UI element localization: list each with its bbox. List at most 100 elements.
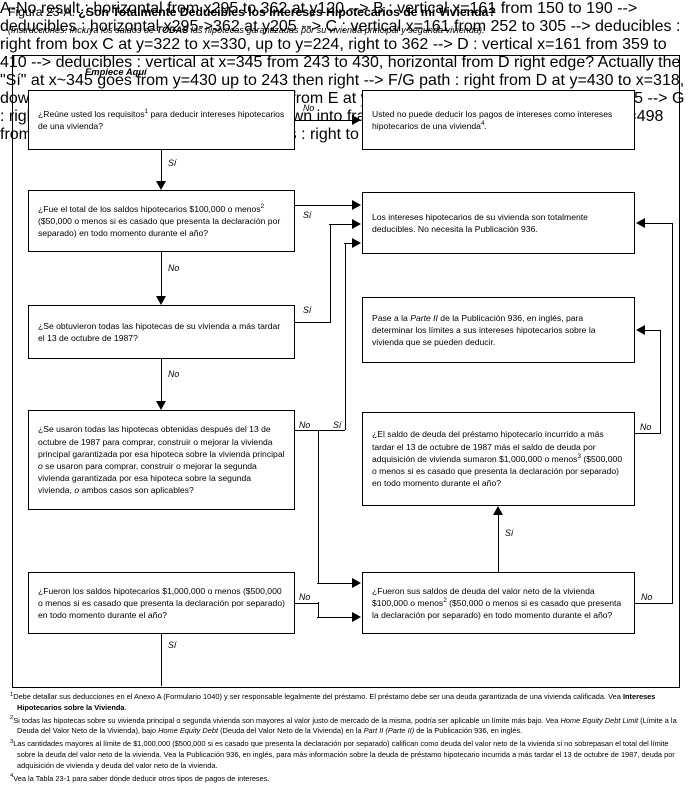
edge-label-f-si: Sí — [168, 640, 177, 650]
edge-b-no-arrowhead — [155, 296, 166, 305]
edge-g-no-h2 — [645, 222, 672, 224]
footnote-1-text-b: . — [124, 702, 127, 712]
footnote-2-italic-3: Part II — [363, 726, 384, 736]
edge-e-no-h2 — [645, 329, 660, 331]
edge-b-no-line — [160, 252, 162, 297]
edge-label-g-si: Sí — [505, 528, 514, 538]
node-saldos-1m-text: ¿Fueron los saldos hipotecarios $1,000,0… — [38, 585, 285, 621]
footnote-1-text-a: Debe detallar sus deducciones en el Anex… — [13, 692, 623, 701]
footnote-1-bold: Intereses Hipotecarios sobre la Vivienda — [17, 692, 656, 712]
node-hipotecas-antes-1987[interactable]: ¿Se obtuvieron todas las hipotecas de su… — [28, 305, 295, 359]
subtitle-part-2: las hipotecas garantizadas por su vivien… — [188, 25, 485, 35]
edge-c-si-h2 — [329, 223, 353, 225]
node-totalmente-deducibles[interactable]: Los intereses hipotecarios de su viviend… — [362, 192, 635, 254]
edge-d-si-arrowhead — [352, 237, 361, 248]
node-saldos-100k-text: ¿Fue el total de los saldos hipotecarios… — [38, 202, 281, 239]
flowchart-frame — [12, 55, 680, 688]
edge-c-no-line — [160, 359, 162, 402]
node-parte-ii[interactable]: Pase a la Parte II de la Publicación 936… — [362, 297, 635, 363]
footnote-2-italic-1: Home Equity Debt Limit — [560, 715, 639, 725]
node-saldos-1m[interactable]: ¿Fueron los saldos hipotecarios $1,000,0… — [28, 572, 295, 634]
edge-e-no-arrowhead — [636, 324, 645, 335]
node-no-puede-deducir-text: Usted no puede deducir los pagos de inte… — [372, 108, 613, 131]
footnote-4-text: Vea la Tabla 23-1 para saber dónde deduc… — [13, 773, 270, 783]
figure-subtitle: (Instrucciones: Incluya los saldos de TO… — [8, 25, 678, 35]
figure-number: Figura 23-A. — [8, 5, 79, 19]
footnote-3-text: Las cantidades mayores al límite de $1,0… — [13, 739, 675, 770]
edge-d-no-v — [317, 430, 319, 583]
node-saldos-100k[interactable]: ¿Fue el total de los saldos hipotecarios… — [28, 190, 295, 252]
node-no-puede-deducir[interactable]: Usted no puede deducir los pagos de inte… — [362, 90, 635, 150]
edge-a-no-arrowhead — [352, 114, 361, 125]
edge-c-si-v — [329, 224, 331, 322]
edge-b-si-arrowhead — [352, 199, 361, 210]
node-uso-hipotecas[interactable]: ¿Se usaron todas las hipotecas obtenidas… — [28, 410, 295, 510]
footnote-2-text-b: (Límite a la Deuda del Valor Neto de la … — [17, 715, 677, 736]
subtitle-emphasis: TODAS — [156, 25, 189, 35]
edge-d-si-h1 — [295, 429, 345, 431]
edge-label-e-no: No — [640, 422, 652, 432]
node-hipotecas-antes-1987-text: ¿Se obtuvieron todas las hipotecas de su… — [38, 320, 281, 343]
node-totalmente-deducibles-text: Los intereses hipotecarios de su viviend… — [372, 211, 588, 234]
node-requisitos[interactable]: ¿Reúne usted los requisitos1 para deduci… — [28, 90, 295, 150]
edge-label-a-no: No — [303, 103, 315, 113]
edge-e-no-h1 — [635, 432, 661, 434]
footnote-3: 3Las cantidades mayores al límite de $1,… — [10, 739, 686, 771]
edge-label-g-no: No — [641, 592, 653, 602]
edge-d-no-h2 — [317, 582, 353, 584]
footnote-2-text-c: (Deuda del Valor Neto de la Vivienda) en… — [218, 726, 364, 736]
footnote-4-marker: 4 — [10, 773, 14, 780]
edge-c-si-h1 — [295, 321, 331, 323]
edge-d-no-arrowhead — [352, 577, 361, 588]
edge-f-no-arrowhead — [352, 611, 361, 622]
edge-label-d-no: No — [299, 420, 311, 430]
subtitle-part-1: (Instrucciones: Incluya los saldos de — [8, 25, 157, 35]
footnote-4: 4Vea la Tabla 23-1 para saber dónde dedu… — [10, 773, 686, 785]
footnote-2: 2Si todas las hipotecas sobre su viviend… — [10, 715, 686, 737]
edge-label-b-no: No — [168, 263, 180, 273]
edge-g-no-arrowhead — [636, 217, 645, 228]
edge-f-no-h2 — [317, 616, 353, 618]
footnote-2-text-e: de la Publicación 936, en inglés. — [414, 726, 523, 736]
edge-f-no-v — [317, 602, 319, 617]
edge-g-no-v — [671, 223, 673, 603]
edge-f-no-h1 — [295, 602, 319, 604]
figure-title-text: ¿Son Totalmente Deducibles los Intereses… — [78, 5, 496, 19]
edge-g-si-line — [497, 515, 499, 572]
edge-f-si-line — [160, 634, 162, 686]
footnote-2-italic-4: (Parte II) — [385, 726, 415, 736]
edge-label-b-si: Sí — [303, 210, 312, 220]
edge-label-f-no: No — [299, 592, 311, 602]
edge-label-d-si: Sí — [333, 420, 342, 430]
node-parte-ii-text: Pase a la Parte II de la Publicación 936… — [372, 312, 596, 348]
node-requisitos-text: ¿Reúne usted los requisitos1 para deduci… — [38, 107, 285, 131]
edge-a-no-line — [295, 119, 353, 121]
footnote-3-marker: 3 — [10, 738, 14, 745]
footnote-1: 1Debe detallar sus deducciones en el Ane… — [10, 692, 686, 713]
start-here-label: Empiece Aquí — [85, 66, 147, 77]
edge-g-si-arrowhead — [492, 506, 503, 515]
node-valor-neto-100k-text: ¿Fueron sus saldos de deuda del valor ne… — [372, 585, 622, 621]
edge-e-no-v — [659, 330, 661, 433]
edge-b-si-line — [295, 204, 353, 206]
footnote-2-text-a: Si todas las hipotecas sobre su vivienda… — [13, 715, 561, 725]
edge-label-c-no: No — [168, 369, 180, 379]
footnote-2-italic-2: Home Equity Debt — [158, 726, 219, 736]
node-saldo-deuda-1m-text: ¿El saldo de deuda del préstamo hipoteca… — [372, 429, 623, 489]
edge-label-c-si: Sí — [303, 305, 312, 315]
node-uso-hipotecas-text: ¿Se usaron todas las hipotecas obtenidas… — [38, 424, 285, 496]
edge-c-si-arrowhead — [352, 218, 361, 229]
edge-g-no-h1 — [635, 602, 673, 604]
edge-d-no-h1 — [295, 429, 319, 431]
edge-d-si-v — [344, 243, 346, 430]
edge-c-no-arrowhead — [155, 401, 166, 410]
edge-label-a-si: Sí — [168, 158, 177, 168]
edge-a-si-line — [160, 150, 162, 182]
figure-title: Figura 23-A. ¿Son Totalmente Deducibles … — [8, 5, 678, 19]
footnote-2-marker: 2 — [10, 715, 14, 722]
node-valor-neto-100k[interactable]: ¿Fueron sus saldos de deuda del valor ne… — [362, 572, 635, 634]
edge-a-si-arrowhead — [155, 181, 166, 190]
edge-d-si-h2 — [344, 242, 354, 244]
node-saldo-deuda-1m[interactable]: ¿El saldo de deuda del préstamo hipoteca… — [362, 412, 635, 506]
